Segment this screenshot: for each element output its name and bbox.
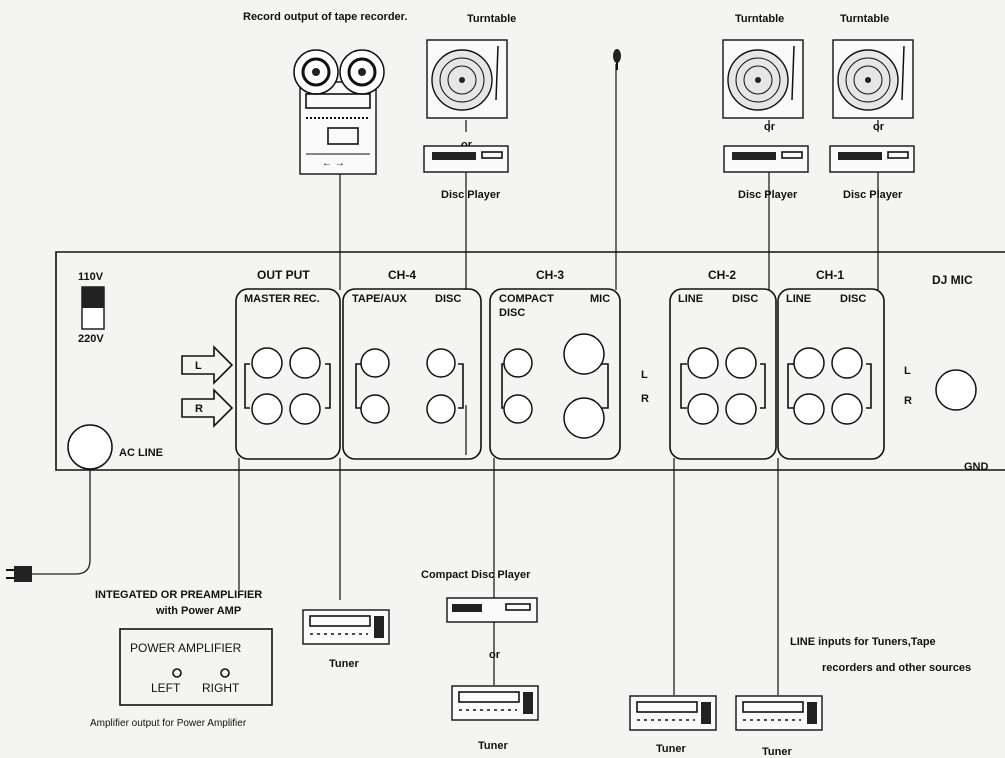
arrow-r-icon xyxy=(181,388,234,428)
or-ch2: or xyxy=(764,121,776,133)
arrow-r-label: R xyxy=(195,403,203,415)
turntable-ch4-label: Turntable xyxy=(467,13,516,25)
turntable-ch4-icon xyxy=(426,39,508,119)
disc-player-ch1-label: Disc Player xyxy=(843,189,903,201)
dj-mic-label: DJ MIC xyxy=(932,273,973,287)
tape-aux-label: TAPE/AUX xyxy=(352,293,407,305)
ac-line-socket xyxy=(67,424,113,470)
r-mid-label: R xyxy=(641,393,649,405)
compact-label: COMPACT xyxy=(499,293,554,305)
integrated-label-2: with Power AMP xyxy=(155,605,241,617)
mic-label: MIC xyxy=(590,293,610,305)
ch4-group xyxy=(342,288,482,460)
tuner-ch4-label: Tuner xyxy=(329,658,359,670)
gnd-label: GND xyxy=(964,461,989,473)
disc-player-ch2-label: Disc Player xyxy=(738,189,798,201)
tuner-ch4-icon xyxy=(302,609,390,645)
dj-mic-jack xyxy=(935,369,977,411)
turntable-ch1-icon xyxy=(832,39,914,119)
tuner-ch3-icon xyxy=(451,685,539,721)
or-ch3: or xyxy=(489,649,501,661)
turntable-ch2-label: Turntable xyxy=(735,13,784,25)
tape-recorder-caption: Record output of tape recorder. xyxy=(243,11,407,23)
l-mid-label: L xyxy=(641,369,648,381)
disc-player-ch4-icon xyxy=(423,145,509,173)
voltage-110-label: 110V xyxy=(78,271,104,283)
l-right-label: L xyxy=(904,365,911,377)
arrow-l-icon xyxy=(181,345,234,385)
line-ch2-label: LINE xyxy=(678,293,703,305)
ch3-label: CH-3 xyxy=(536,268,564,282)
tuner-ch2-icon xyxy=(629,695,717,731)
integrated-label-1: INTEGATED OR PREAMPLIFIER xyxy=(95,589,262,601)
ac-line-label: AC LINE xyxy=(119,447,163,459)
power-plug-icon xyxy=(6,566,32,582)
wires xyxy=(30,64,879,695)
power-amplifier-box xyxy=(119,628,273,706)
voltage-switch xyxy=(81,286,105,330)
or-ch1: or xyxy=(873,121,885,133)
ch3-group xyxy=(489,288,621,460)
amp-output-caption: Amplifier output for Power Amplifier xyxy=(90,718,247,729)
or-ch4: or xyxy=(461,139,473,151)
tuner-ch1-icon xyxy=(735,695,823,731)
ch1-label: CH-1 xyxy=(816,268,844,282)
ch4-label: CH-4 xyxy=(388,268,416,282)
output-group xyxy=(235,288,341,460)
ch2-label: CH-2 xyxy=(708,268,736,282)
tape-recorder: ← → xyxy=(293,49,385,175)
tuner-ch1-label: Tuner xyxy=(762,746,792,758)
line-inputs-label-1: LINE inputs for Tuners,Tape xyxy=(790,636,936,648)
ch1-group xyxy=(777,288,885,460)
disc-ch2-label: DISC xyxy=(732,293,758,305)
svg-text:← →: ← → xyxy=(322,158,345,169)
disc-player-ch1-icon xyxy=(829,145,915,173)
line-inputs-label-2: recorders and other sources xyxy=(822,662,971,674)
arrow-l-label: L xyxy=(195,360,202,372)
line-ch1-label: LINE xyxy=(786,293,811,305)
disc-player-ch4-label: Disc Player xyxy=(441,189,501,201)
right-label: RIGHT xyxy=(202,681,240,695)
turntable-ch2-icon xyxy=(722,39,804,119)
disc-ch3-label: DISC xyxy=(499,307,525,319)
left-label: LEFT xyxy=(151,681,181,695)
compact-disc-player-label: Compact Disc Player xyxy=(421,569,531,581)
microphone-icon xyxy=(613,49,621,70)
disc-player-ch2-icon xyxy=(723,145,809,173)
power-amplifier-label: POWER AMPLIFIER xyxy=(130,641,242,655)
disc-ch1-label: DISC xyxy=(840,293,866,305)
tuner-ch2-label: Tuner xyxy=(656,743,686,755)
disc-ch4-label: DISC xyxy=(435,293,461,305)
voltage-220-label: 220V xyxy=(78,333,104,345)
rear-panel xyxy=(55,251,1005,471)
turntable-ch1-label: Turntable xyxy=(840,13,889,25)
tuner-ch3-label: Tuner xyxy=(478,740,508,752)
r-right-label: R xyxy=(904,395,912,407)
compact-disc-player-icon xyxy=(446,597,538,623)
output-label: OUT PUT xyxy=(257,268,310,282)
master-rec-label: MASTER REC. xyxy=(244,293,320,305)
ch2-group xyxy=(669,288,777,460)
